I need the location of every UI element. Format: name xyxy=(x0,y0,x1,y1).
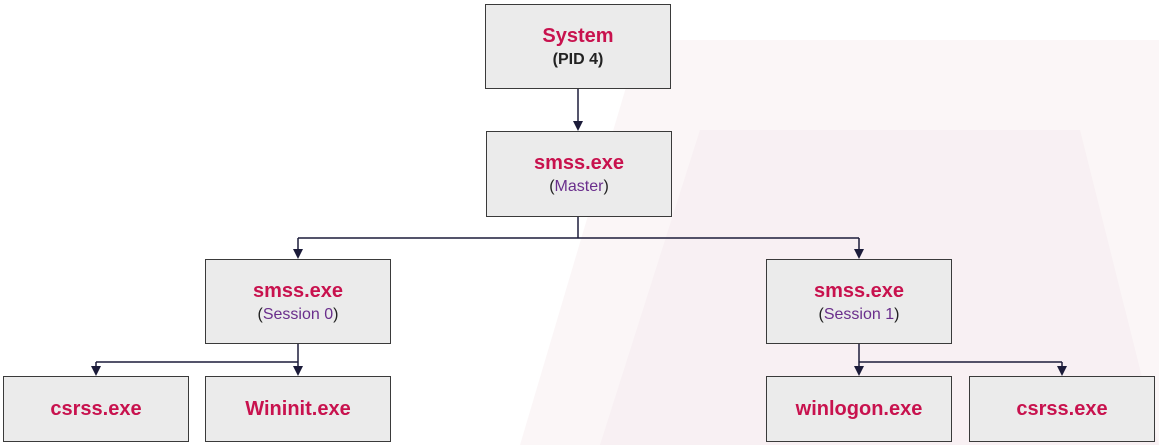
node-session1-sub: (Session 1) xyxy=(818,305,900,323)
node-smss-session0: smss.exe (Session 0) xyxy=(205,259,391,344)
node-system-name: System xyxy=(542,24,614,47)
node-smss-session1: smss.exe (Session 1) xyxy=(766,259,952,344)
node-session1-label: Session 1 xyxy=(823,305,895,323)
node-session0-sub: (Session 0) xyxy=(257,305,339,323)
node-csrss-session0: csrss.exe xyxy=(3,376,189,442)
node-master-sub: (Master) xyxy=(549,178,609,195)
node-session0-name: smss.exe xyxy=(252,279,344,302)
node-system-pid: PID 4 xyxy=(557,50,598,68)
node-system: System (PID 4) xyxy=(485,4,671,89)
watermark-shape xyxy=(520,40,1159,445)
node-csrss1-name: csrss.exe xyxy=(1016,398,1108,420)
node-wininit-name: Wininit.exe xyxy=(245,398,351,420)
node-session1-name: smss.exe xyxy=(813,279,905,302)
node-master-label: Master xyxy=(554,178,604,195)
node-csrss0-name: csrss.exe xyxy=(50,398,142,420)
node-smss-master: smss.exe (Master) xyxy=(486,131,672,217)
node-master-name: smss.exe xyxy=(533,152,625,174)
node-session0-label: Session 0 xyxy=(262,305,334,323)
node-winlogon: winlogon.exe xyxy=(766,376,952,442)
node-csrss-session1: csrss.exe xyxy=(969,376,1155,442)
node-system-sub: (PID 4) xyxy=(552,50,604,68)
node-winlogon-name: winlogon.exe xyxy=(795,398,923,420)
node-wininit: Wininit.exe xyxy=(205,376,391,442)
